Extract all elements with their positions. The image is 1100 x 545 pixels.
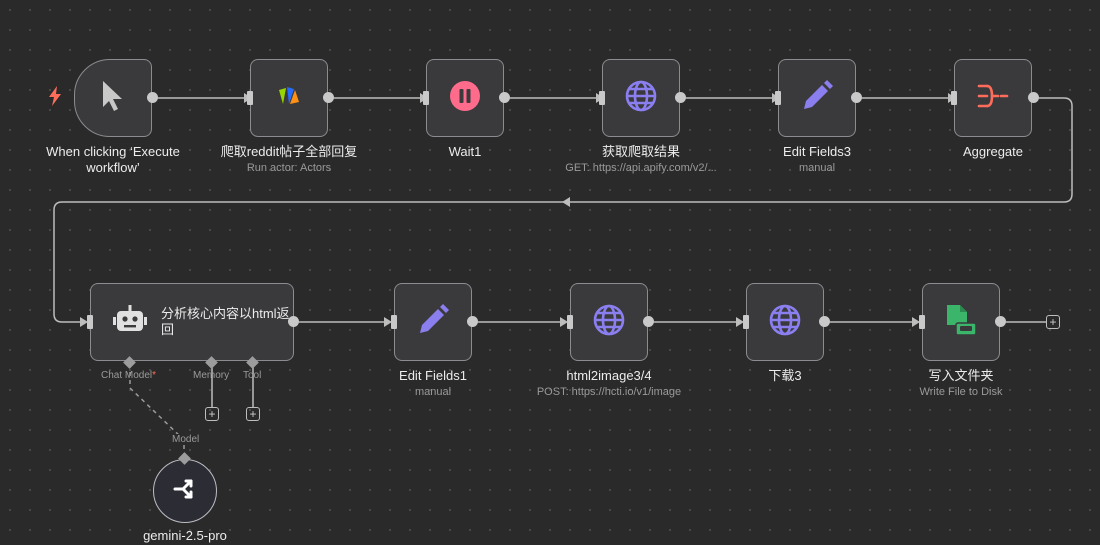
add-memory-button[interactable]: +: [205, 407, 219, 421]
node-title-html2image: html2image3/4: [566, 368, 652, 383]
node-reddit-scraper[interactable]: [250, 59, 328, 137]
input-port-reddit[interactable]: [247, 91, 253, 105]
cursor-icon: [99, 79, 127, 118]
file-disk-icon: [944, 303, 978, 342]
node-title-wait: Wait1: [448, 144, 482, 159]
node-html2image[interactable]: [570, 283, 648, 361]
memory-label: Memory: [193, 370, 230, 381]
output-port-edit3[interactable]: [851, 92, 862, 103]
input-port-edit3[interactable]: [775, 91, 781, 105]
node-ai-agent[interactable]: 分析核心内容以html返回: [90, 283, 294, 361]
node-write-file[interactable]: [922, 283, 1000, 361]
node-title-agent: 分析核心内容以html返回: [161, 306, 290, 337]
input-port-wait[interactable]: [423, 91, 429, 105]
node-title-trigger: When clicking ‘Execute workflow’: [46, 144, 180, 175]
node-subtitle-edit3: manual: [798, 162, 836, 174]
chat-model-text: Chat Model: [101, 370, 153, 381]
output-port-wait[interactable]: [499, 92, 510, 103]
tool-label: Tool: [243, 370, 262, 381]
output-port-download[interactable]: [819, 316, 830, 327]
node-title-download: 下载3: [768, 368, 802, 383]
robot-icon: [113, 304, 147, 340]
node-title-edit1: Edit Fields1: [399, 368, 467, 383]
output-port-aggregate[interactable]: [1028, 92, 1039, 103]
node-download[interactable]: [746, 283, 824, 361]
input-port-aggregate[interactable]: [951, 91, 957, 105]
trigger-bolt-icon: [48, 86, 62, 111]
aggregate-icon: [976, 82, 1010, 115]
input-port-fetch[interactable]: [599, 91, 605, 105]
node-fetch-results[interactable]: [602, 59, 680, 137]
output-port-fetch[interactable]: [675, 92, 686, 103]
input-port-edit1[interactable]: [391, 315, 397, 329]
node-subtitle-html2image: POST: https://hcti.io/v1/image: [536, 386, 682, 398]
node-subtitle-write: Write File to Disk: [919, 386, 1003, 398]
node-subtitle-reddit: Run actor: Actors: [246, 162, 332, 174]
pencil-icon: [416, 303, 450, 342]
output-port-reddit[interactable]: [323, 92, 334, 103]
node-manual-trigger[interactable]: [74, 59, 152, 137]
model-connection-label: Model: [170, 434, 202, 445]
output-port-edit1[interactable]: [467, 316, 478, 327]
node-title-edit3: Edit Fields3: [783, 144, 851, 159]
node-subtitle-edit1: manual: [414, 386, 452, 398]
node-gemini-model[interactable]: [153, 459, 217, 523]
node-title-aggregate: Aggregate: [963, 144, 1023, 159]
node-edit-fields3[interactable]: [778, 59, 856, 137]
node-title-fetch: 获取爬取结果: [601, 144, 680, 159]
input-port-agent[interactable]: [87, 315, 93, 329]
node-wait[interactable]: [426, 59, 504, 137]
pencil-icon: [800, 79, 834, 118]
chat-model-label: Chat Model*: [101, 370, 156, 381]
globe-icon: [768, 303, 802, 342]
model-branch-icon: [171, 477, 199, 506]
input-port-write[interactable]: [919, 315, 925, 329]
output-port-agent[interactable]: [288, 316, 299, 327]
add-tool-button[interactable]: +: [246, 407, 260, 421]
node-aggregate[interactable]: [954, 59, 1032, 137]
node-title-reddit: 爬取reddit帖子全部回复: [220, 144, 358, 159]
node-title-write: 写入文件夹: [928, 368, 994, 383]
output-port-html2image[interactable]: [643, 316, 654, 327]
pause-icon: [449, 80, 481, 117]
globe-icon: [624, 79, 658, 118]
globe-icon: [592, 303, 626, 342]
output-port-trigger[interactable]: [147, 92, 158, 103]
input-port-html2image[interactable]: [567, 315, 573, 329]
input-port-download[interactable]: [743, 315, 749, 329]
output-port-write[interactable]: [995, 316, 1006, 327]
node-subtitle-fetch: GET: https://api.apify.com/v2/...: [565, 162, 717, 174]
node-title-gemini: gemini-2.5-pro: [143, 528, 227, 543]
required-mark: *: [152, 370, 157, 381]
apify-icon: [277, 84, 301, 113]
node-edit-fields1[interactable]: [394, 283, 472, 361]
add-next-node-button[interactable]: +: [1046, 315, 1060, 329]
